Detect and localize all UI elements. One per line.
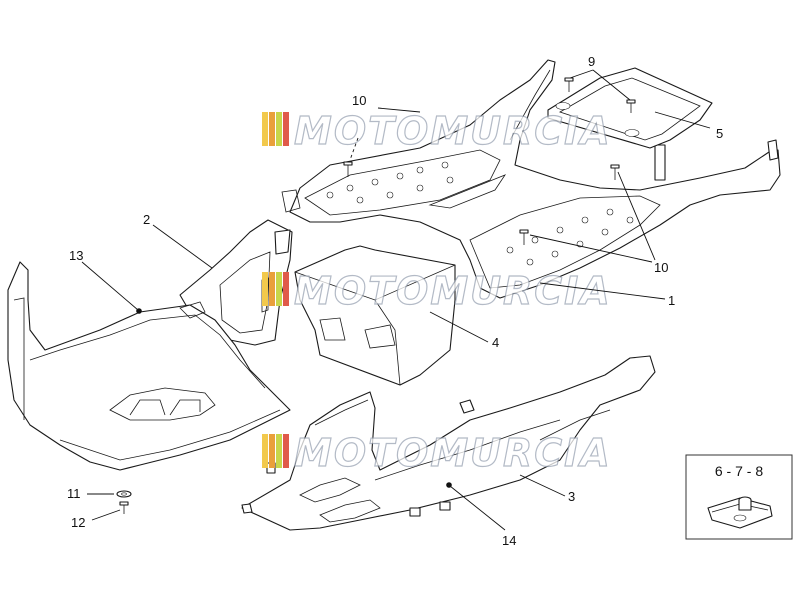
watermark-middle: MOTOMURCIA <box>262 268 612 314</box>
screw-icon <box>519 229 529 245</box>
callout-2: 2 <box>143 212 150 227</box>
callout-9: 9 <box>588 54 595 69</box>
screw-icon <box>610 164 620 180</box>
inset-label: 6 - 7 - 8 <box>715 463 763 479</box>
pointer-dot <box>446 482 452 488</box>
callout-1: 1 <box>668 293 675 308</box>
watermark-text: MOTOMURCIA <box>294 109 612 153</box>
screws-9-10 <box>343 77 636 245</box>
part-12-bolt <box>119 501 129 514</box>
callout-10-top: 10 <box>352 93 366 108</box>
watermark-top: MOTOMURCIA <box>262 108 612 154</box>
callout-labels: 10 9 5 2 13 10 1 4 11 12 3 14 <box>67 54 723 548</box>
part-4-storage-bin <box>294 245 456 386</box>
clip-nut-icon <box>707 496 773 529</box>
callout-5: 5 <box>716 126 723 141</box>
part-1-frame-floor <box>281 59 781 299</box>
screw-icon <box>343 161 353 177</box>
pointer-dot <box>136 308 142 314</box>
watermark-text: MOTOMURCIA <box>294 431 612 475</box>
callout-3: 3 <box>568 489 575 504</box>
leader-lines <box>81 69 711 531</box>
screw-icon <box>564 77 574 92</box>
callout-14: 14 <box>502 533 516 548</box>
inset-box-6-7-8: 6 - 7 - 8 <box>685 454 793 540</box>
callout-11: 11 <box>67 486 81 501</box>
watermark-bottom: MOTOMURCIA <box>262 430 612 476</box>
callout-13: 13 <box>69 248 83 263</box>
callout-12: 12 <box>71 515 85 530</box>
part-11-washer <box>116 490 132 498</box>
screw-icon <box>626 99 636 113</box>
part-5-cover-plate <box>547 67 713 149</box>
callout-4: 4 <box>492 335 499 350</box>
part-13-belly-panel <box>7 261 291 471</box>
watermark-text: MOTOMURCIA <box>294 269 612 313</box>
callout-10-right: 10 <box>654 260 668 275</box>
